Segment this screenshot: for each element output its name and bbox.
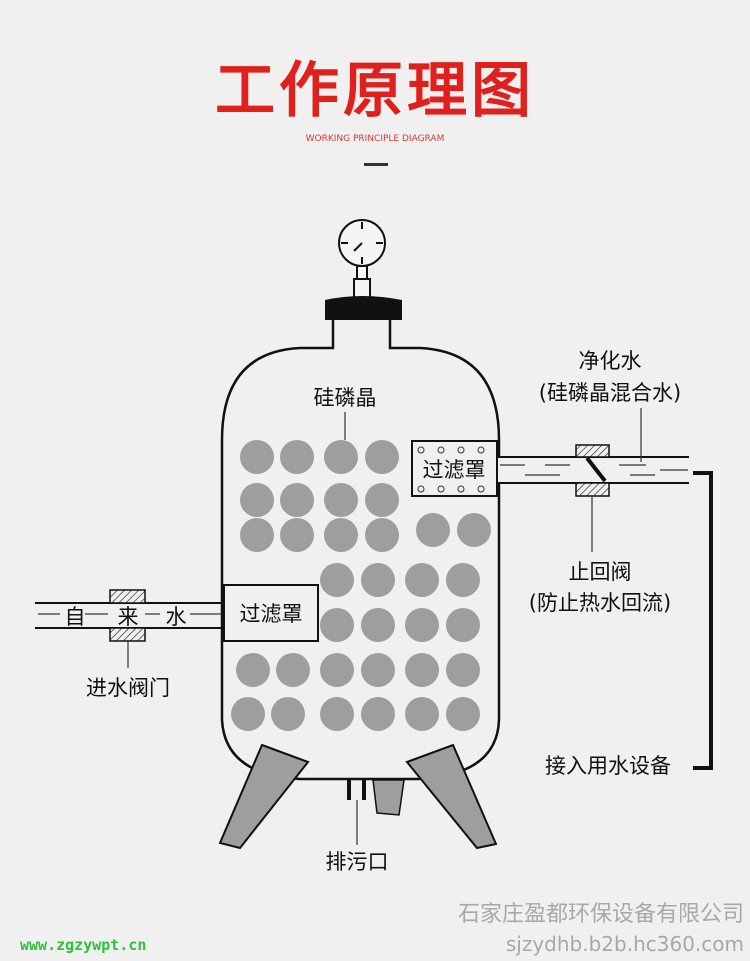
media-ball [320, 563, 354, 597]
media-ball [236, 653, 270, 687]
media-ball [271, 697, 305, 731]
media-ball [365, 483, 399, 517]
watermark-overlay: www.zgzywpt.cn [20, 936, 147, 954]
media-ball [276, 653, 310, 687]
media-ball [361, 563, 395, 597]
media-ball [240, 440, 274, 474]
media-ball [320, 608, 354, 642]
inlet-valve-label: 进水阀门 [86, 676, 170, 700]
title-divider [364, 163, 388, 166]
media-ball [446, 697, 480, 731]
media-ball [361, 608, 395, 642]
check-valve-label: 止回阀 [569, 560, 632, 584]
filter-left-label: 过滤罩 [240, 602, 303, 626]
media-ball [405, 697, 439, 731]
inlet-label-3: 水 [166, 605, 187, 629]
media-ball [405, 653, 439, 687]
right-leg [405, 743, 498, 850]
media-ball [416, 513, 450, 547]
media-ball [405, 563, 439, 597]
inlet-label-2: 来 [118, 605, 139, 629]
outlet-sublabel: (硅磷晶混合水) [539, 381, 681, 405]
media-ball [324, 440, 358, 474]
media-label: 硅磷晶 [314, 386, 377, 410]
watermark-site: sjzydhb.b2b.hc360.com [505, 932, 744, 956]
media-ball [240, 483, 274, 517]
media-ball [320, 653, 354, 687]
media-ball [324, 518, 358, 552]
page-title: 工作原理图 [215, 56, 535, 126]
filter-cap-right: 过滤罩 [411, 440, 498, 497]
media-ball [280, 518, 314, 552]
outlet-pipe [497, 456, 689, 484]
filter-right-label: 过滤罩 [423, 458, 486, 482]
media-ball [361, 697, 395, 731]
inlet-valve-icon [109, 589, 146, 642]
media-ball [405, 608, 439, 642]
media-ball [231, 697, 265, 731]
media-ball [457, 513, 491, 547]
left-leg [218, 743, 310, 850]
filter-cap-left: 过滤罩 [223, 584, 319, 642]
check-valve-icon [575, 444, 610, 497]
media-ball [365, 518, 399, 552]
drain-outlet-wall [362, 780, 366, 800]
drain-plug [372, 779, 405, 816]
leader-lines [127, 408, 642, 845]
inlet-label-1: 自 [65, 605, 86, 629]
outlet-label: 净化水 [579, 349, 642, 373]
check-valve-sublabel: (防止热水回流) [529, 591, 671, 615]
page-subtitle: WORKING PRINCIPLE DIAGRAM [305, 134, 445, 144]
media-ball [446, 563, 480, 597]
drain-outlet [347, 780, 351, 800]
watermark-company: 石家庄盈都环保设备有限公司 [457, 902, 744, 927]
drain-label: 排污口 [326, 850, 389, 874]
pressure-gauge-icon [338, 219, 386, 299]
tank-cap [325, 296, 402, 320]
equipment-bracket [693, 471, 713, 770]
media-ball [240, 518, 274, 552]
media-ball [365, 440, 399, 474]
media-ball [280, 440, 314, 474]
media-ball [446, 608, 480, 642]
media-ball [280, 483, 314, 517]
media-balls [231, 440, 491, 731]
media-ball [361, 653, 395, 687]
equipment-label: 接入用水设备 [545, 754, 671, 778]
media-ball [320, 697, 354, 731]
media-ball [324, 483, 358, 517]
media-ball [446, 653, 480, 687]
